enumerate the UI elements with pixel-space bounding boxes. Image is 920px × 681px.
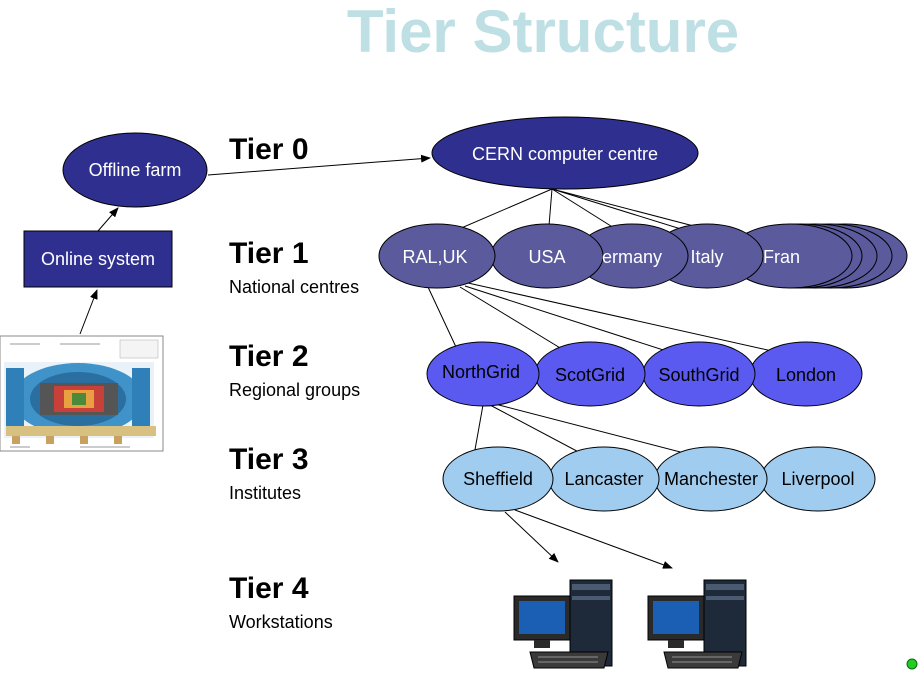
sheffield-label: Sheffield (463, 469, 533, 489)
edge-ral-southgrid (464, 285, 686, 359)
france-label: France (763, 247, 819, 267)
detector-icon (0, 335, 164, 452)
offline-farm-node (62, 132, 208, 208)
scotgrid-label: ScotGrid (555, 365, 625, 385)
edge-northgrid-manchester (494, 403, 716, 463)
edge-ral-scotgrid (459, 286, 576, 358)
online-system-box (23, 230, 173, 288)
tier-3-label: Tier 3 (229, 443, 309, 476)
tier-2-label: Tier 2 (229, 340, 309, 373)
tier-4-label: Tier 4 (229, 572, 309, 605)
workstation-icon (513, 579, 613, 669)
edge-online-offline (97, 207, 119, 232)
tier-2-nodes (426, 341, 863, 407)
london-label: London (776, 365, 836, 385)
germany-label: ermany (602, 247, 662, 267)
ral-label: RAL,UK (402, 247, 467, 267)
southgrid-label: SouthGrid (658, 365, 739, 385)
lancaster-label: Lancaster (564, 469, 643, 489)
ral-node (378, 223, 496, 289)
workstation-icon (647, 579, 747, 669)
tier-3-sublabel: Institutes (229, 483, 301, 503)
page-title: Tier Structure (347, 0, 739, 65)
northgrid-label: NorthGrid (442, 362, 520, 382)
liverpool-label: Liverpool (781, 469, 854, 489)
edge-detector-online (79, 289, 98, 335)
edge-ral-london (467, 282, 791, 357)
edge-sheffield-workstation-1 (504, 511, 559, 563)
tier-4-sublabel: Workstations (229, 612, 333, 632)
tier-3-nodes (442, 446, 876, 512)
cern-label: CERN computer centre (472, 144, 658, 164)
online-system-label: Online system (41, 249, 155, 269)
edge-sheffield-workstation-2 (514, 509, 673, 569)
italy-label: Italy (690, 247, 723, 267)
tier-1-nodes (378, 223, 908, 289)
sheffield-node (442, 446, 554, 512)
offline-farm-label: Offline farm (89, 160, 182, 180)
tier-2-sublabel: Regional groups (229, 380, 360, 400)
tier-1-label: Tier 1 (229, 237, 309, 270)
manchester-label: Manchester (664, 469, 758, 489)
usa-label: USA (528, 247, 565, 267)
tier-1-sublabel: National centres (229, 277, 359, 297)
status-dot-icon (906, 658, 918, 670)
edge-offline-cern (207, 154, 431, 176)
cern-node (431, 116, 699, 190)
tier-0-label: Tier 0 (229, 133, 309, 166)
northgrid-node (426, 341, 540, 407)
